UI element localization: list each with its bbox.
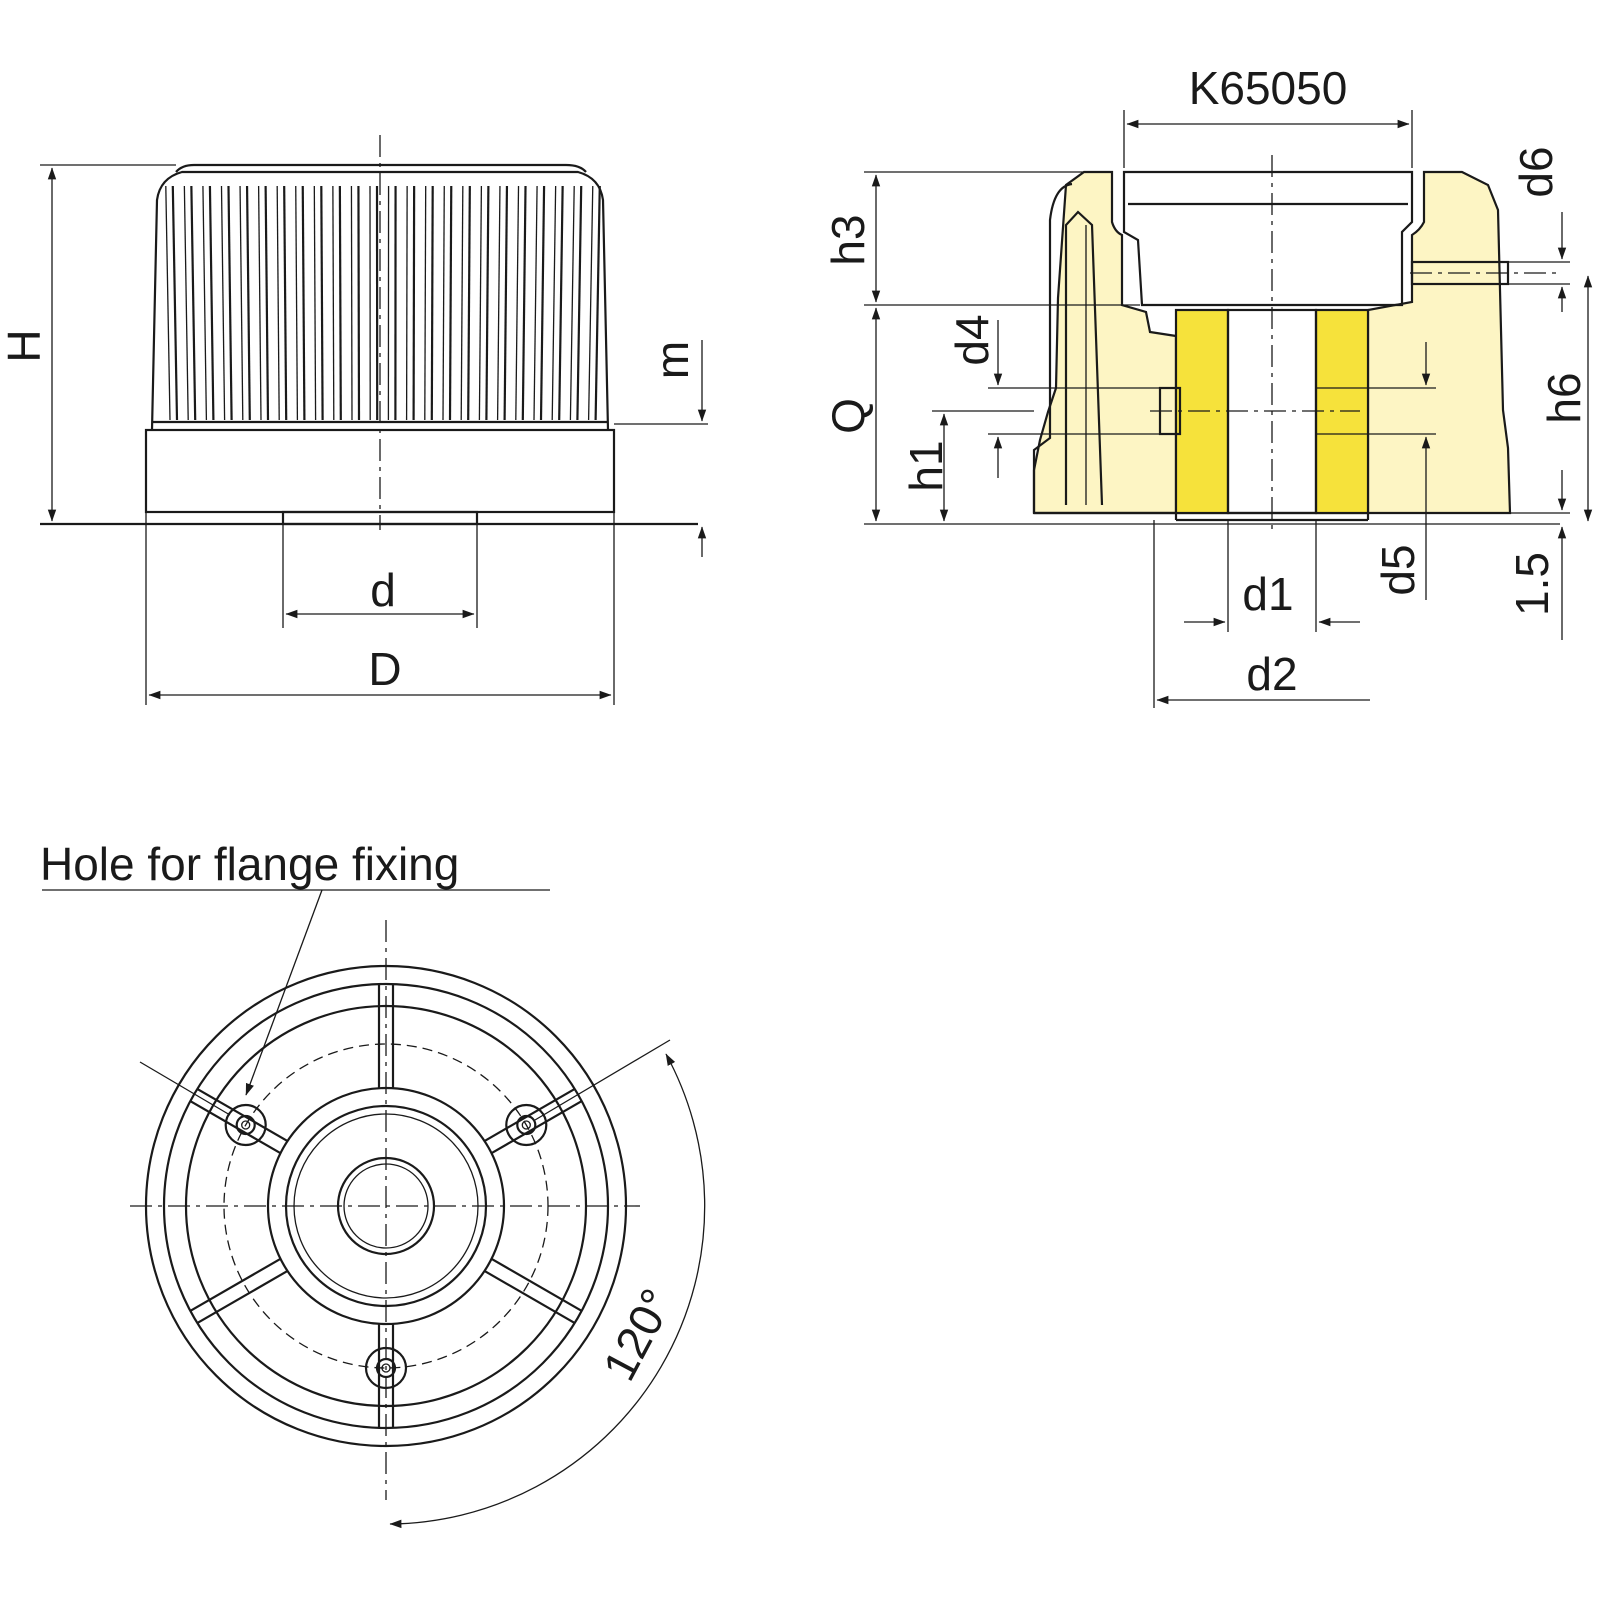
label-h6: h6 [1538,372,1590,423]
rib-edge [189,1100,281,1155]
knurl-rib-edge [208,185,215,421]
knurl-rib [533,185,538,421]
knurl-rib [515,185,520,421]
knurl-rib [442,185,445,421]
knurl-rib-edge [594,185,601,421]
callout-hole-for-flange-fixing: Hole for flange fixing [40,838,459,890]
knurl-rib-edge [338,185,342,421]
knurl-rib [202,185,208,421]
rib-edge [196,1270,288,1325]
label-d: d [370,564,396,616]
knurl-rib-edge [430,185,434,421]
label-angle: 120° [593,1280,684,1388]
label-m: m [646,341,698,379]
fixing-hole-center [241,1120,251,1130]
label-Q: Q [822,398,874,434]
knurl-rib [350,185,353,421]
knurl-rib [478,185,483,421]
knurl-rib-edge [320,185,324,421]
knurl-rib [220,185,226,421]
section-view: K65050 h3 Q h1 d4 d5 d6 h6 [822,62,1593,708]
knurl-rib-edge [448,185,453,421]
cap-recess [1122,170,1414,307]
label-d6: d6 [1510,146,1562,197]
side-view: H m d D [0,135,708,705]
label-cap: K65050 [1189,62,1348,114]
knurl-rib-edge [264,185,270,421]
knurl-rib [295,185,299,421]
label-d4: d4 [946,314,998,365]
rib-edge [491,1257,583,1312]
knurl-rib-edge [245,185,251,421]
knurl-rib [460,185,464,421]
knurl-rib [424,185,427,421]
label-D: D [368,643,401,695]
label-H: H [0,329,50,362]
knurl-rib [587,185,594,421]
knurl-rib-edge [412,185,416,421]
fixing-hole-boss [224,1103,267,1147]
knurl-rib-edge [558,185,564,421]
knurl-rib [551,185,557,421]
knurl-rib-edge [467,185,471,421]
knurl-rib-edge [503,185,509,421]
fixing-hole [235,1114,256,1136]
knurl-rib-edge [521,185,527,421]
rib-edge [196,1087,288,1142]
knurl-rib-edge [485,185,490,421]
label-h1: h1 [900,440,952,491]
bottom-view: Hole for flange fixing 120° [40,838,706,1529]
label-d1: d1 [1242,568,1293,620]
knurl-rib [257,185,262,421]
knurl-rib [313,185,317,421]
knurl-rib-edge [283,185,288,421]
knurl-rib-edge [301,185,306,421]
knurl-rib-edge [171,185,179,421]
knurl-rib [276,185,280,421]
label-h3: h3 [822,214,874,265]
knurl-rib [239,185,244,421]
knurl-ribs [165,185,601,421]
knurl-rib [165,185,171,421]
angle-arc [389,1053,706,1529]
label-d2: d2 [1246,648,1297,700]
knurl-rib-edge [190,185,197,421]
knurl-rib-edge [227,185,233,421]
label-d5: d5 [1372,544,1424,595]
knurl-rib-edge [357,185,361,421]
knurl-rib [405,185,408,421]
rib-edge [189,1257,281,1312]
knurl-rib [496,185,501,421]
knurl-rib [183,185,189,421]
knurl-rib-edge [576,185,583,421]
knurl-rib-edge [539,185,546,421]
rib-edge [484,1270,576,1325]
label-1-5: 1.5 [1506,552,1558,616]
knurl-rib [569,185,575,421]
knurl-rib [332,185,335,421]
